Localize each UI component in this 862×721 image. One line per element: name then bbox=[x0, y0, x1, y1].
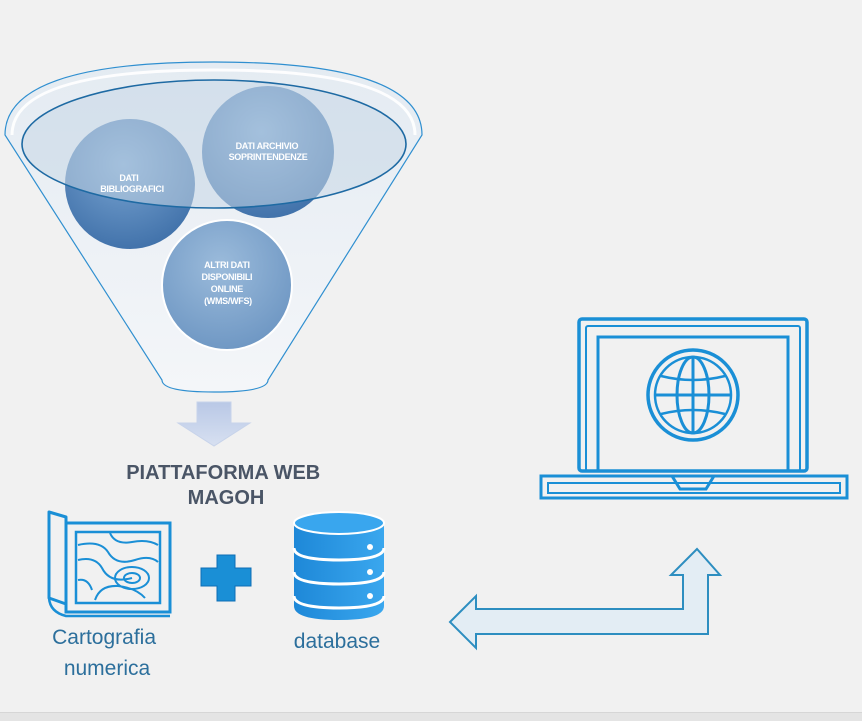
funnel-inner-edge bbox=[10, 68, 417, 136]
source-label-line: DISPONIBILI bbox=[202, 272, 253, 282]
source-label-bibliografici: DATI BIBLIOGRAFICI bbox=[100, 173, 164, 194]
source-label-online: ALTRI DATI DISPONIBILI ONLINE (WMS/WFS) bbox=[202, 260, 255, 306]
source-label-line: ALTRI DATI bbox=[204, 260, 250, 270]
source-label-line: DATI ARCHIVIO bbox=[236, 141, 299, 151]
laptop-globe-icon bbox=[539, 317, 849, 500]
map-icon bbox=[47, 510, 172, 618]
bottom-bar bbox=[0, 712, 862, 721]
source-label-line: DATI bbox=[119, 173, 138, 183]
source-label-line: ONLINE bbox=[211, 284, 243, 294]
database-caption: database bbox=[294, 630, 380, 653]
source-label-soprintendenze: DATI ARCHIVIO SOPRINTENDENZE bbox=[229, 141, 308, 162]
platform-title-line: MAGOH bbox=[188, 487, 265, 509]
map-caption-line: Cartografia bbox=[52, 626, 156, 649]
source-circle-online bbox=[161, 219, 293, 351]
platform-title-line: PIATTAFORMA WEB bbox=[126, 462, 320, 484]
plus-icon bbox=[200, 554, 252, 602]
funnel: DATI BIBLIOGRAFICI DATI ARCHIVIO SOPRINT… bbox=[4, 61, 423, 393]
source-label-line: (WMS/WFS) bbox=[204, 296, 252, 306]
database-icon bbox=[292, 511, 386, 620]
map-caption-line: numerica bbox=[64, 657, 151, 680]
source-label-line: BIBLIOGRAFICI bbox=[100, 184, 164, 194]
funnel-rim bbox=[21, 79, 407, 209]
platform-title: PIATTAFORMA WEB MAGOH bbox=[126, 462, 326, 509]
connector-arrow bbox=[448, 547, 723, 651]
source-label-line: SOPRINTENDENZE bbox=[229, 152, 308, 162]
map-caption: Cartografia numerica bbox=[52, 626, 162, 680]
down-arrow bbox=[176, 401, 252, 447]
